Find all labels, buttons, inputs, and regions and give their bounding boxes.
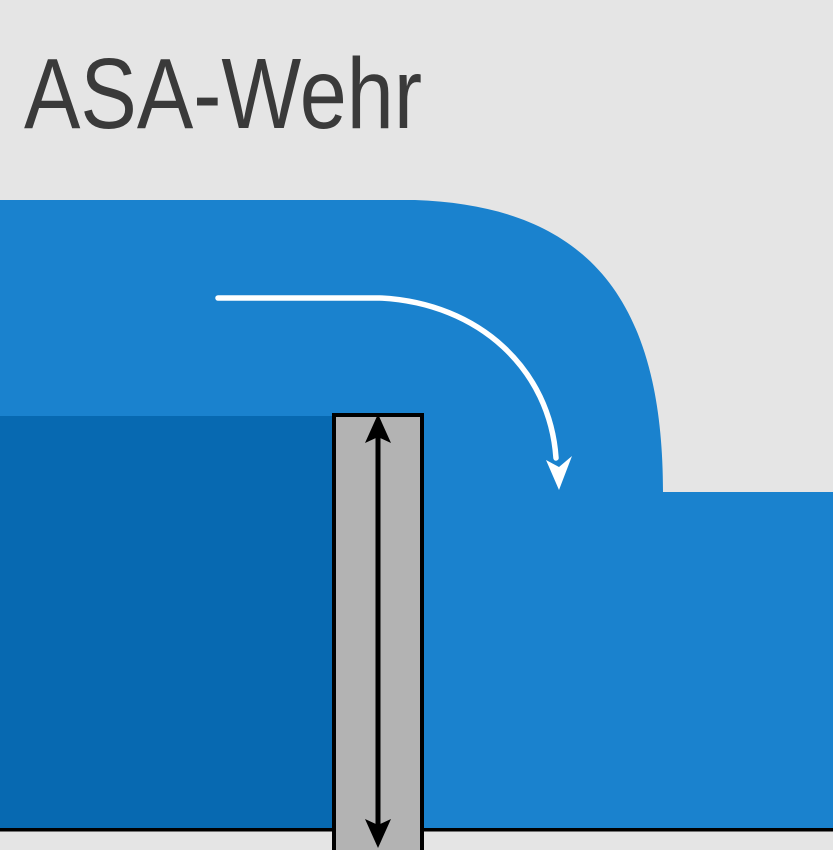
gate-movement-arrow-shaft (375, 435, 381, 825)
page-title: ASA-Wehr (24, 38, 422, 150)
gate-movement-arrow-down-head (365, 819, 391, 848)
upstream-deep-water (0, 416, 333, 828)
flowing-water (0, 200, 833, 828)
flow-direction-arrow (215, 295, 572, 490)
flow-direction-arrow-head (546, 456, 572, 490)
gate-movement-arrow-up-head (365, 414, 391, 443)
gate-movement-arrow (365, 414, 391, 848)
flow-direction-arrow-curve (215, 295, 559, 461)
